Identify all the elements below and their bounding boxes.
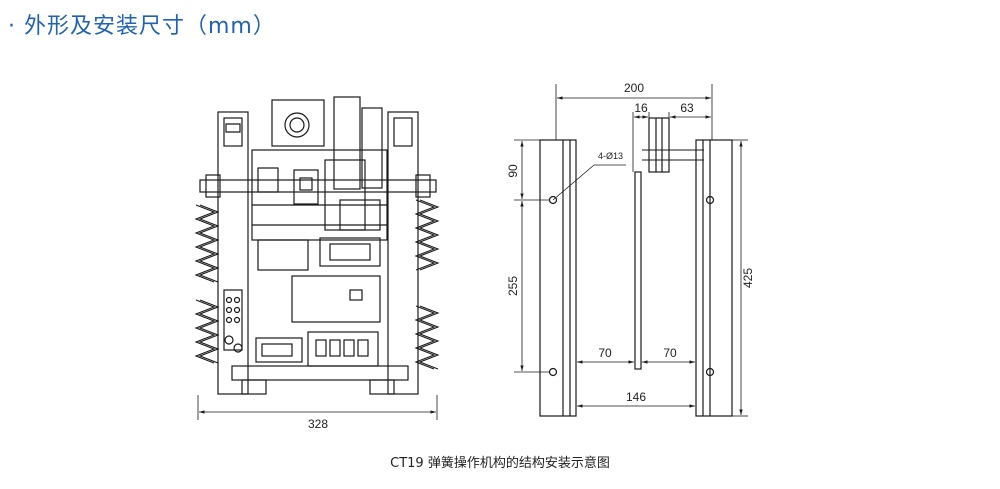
left-spring [194, 204, 220, 364]
dim-text-half-spacing-right: 70 [663, 346, 677, 360]
switch-box [255, 337, 303, 363]
right-frame-plate [387, 111, 419, 395]
dim-front-width: 328 [197, 395, 438, 431]
dim-text-overall-width: 200 [624, 81, 644, 95]
center-column [333, 96, 361, 190]
base-plate [231, 365, 409, 381]
dim-text-half-spacing-left: 70 [598, 346, 612, 360]
dim-text-bottom-width: 146 [626, 390, 646, 404]
shaft-fork [648, 117, 670, 173]
right-spring [414, 199, 440, 370]
center-plate [634, 171, 642, 370]
heading-title: 外形及安装尺寸（mm） [24, 14, 276, 39]
top-block [271, 99, 325, 147]
dim-text-hole-spec: 4-Ø13 [598, 151, 623, 161]
front-view-mechanism [199, 96, 437, 395]
right-mount-channel [695, 139, 733, 417]
side-view-mounting [539, 117, 733, 417]
dim-text-hole-spacing: 255 [506, 276, 520, 296]
motor-body [291, 275, 381, 323]
mount-hole [548, 367, 558, 377]
left-mount-channel [539, 139, 577, 417]
mount-hole [705, 195, 715, 205]
dim-text-overall-height: 425 [741, 268, 755, 288]
dim-text-top-offset: 90 [506, 164, 520, 178]
mount-hole [705, 367, 715, 377]
heading-bullet: · [8, 14, 16, 39]
indicator-block [223, 289, 243, 351]
link-block [319, 237, 381, 267]
dim-text-gap-width: 16 [634, 101, 648, 115]
dim-text-offset-width: 63 [680, 101, 694, 115]
dim-text-front-width: 328 [308, 417, 328, 431]
side-dimensions [514, 84, 748, 417]
left-frame-plate [217, 111, 249, 395]
page-heading: · 外形及安装尺寸（mm） [8, 8, 276, 40]
figure-caption: CT19 弹簧操作机构的结构安装示意图 [390, 456, 610, 471]
gear-housing [251, 149, 388, 241]
